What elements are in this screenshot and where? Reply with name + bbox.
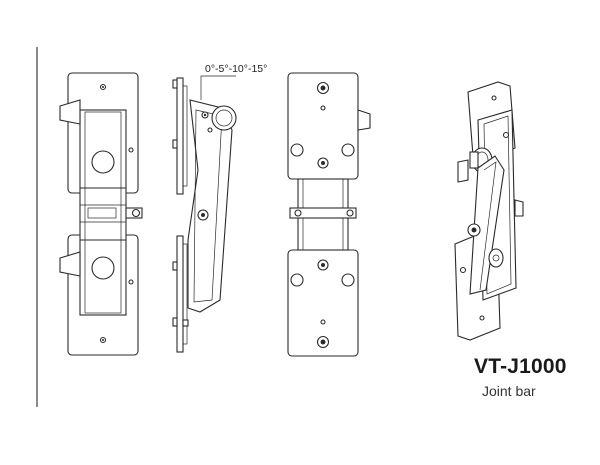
perspective-view	[454, 81, 524, 341]
rear-view	[287, 72, 371, 357]
large-hole	[91, 256, 115, 280]
large-hole	[91, 150, 115, 174]
tilt-angles-label: 0°-5°-10°-15°	[205, 63, 267, 75]
model-number: VT-J1000	[474, 355, 567, 378]
hinge-knob	[211, 105, 237, 131]
side-view: 0°-5°-10°-15°	[172, 63, 267, 353]
front-view	[59, 72, 143, 356]
product-description: Joint bar	[482, 383, 536, 399]
